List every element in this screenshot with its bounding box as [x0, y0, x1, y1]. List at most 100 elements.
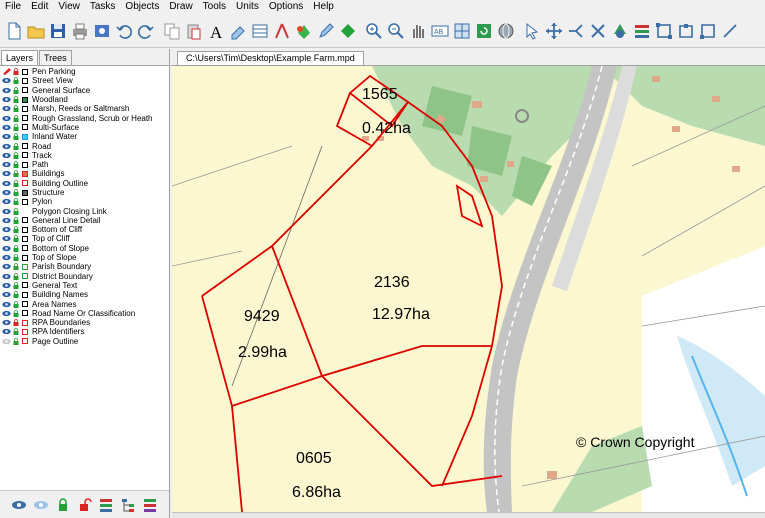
- layer-row[interactable]: Bottom of Cliff: [2, 225, 169, 234]
- print-button[interactable]: [69, 19, 91, 43]
- map-canvas[interactable]: 1565 0.42ha 2136 12.97ha 9429 2.99ha 060…: [172, 66, 765, 512]
- show-all-eye-icon[interactable]: [11, 497, 27, 513]
- layer-row[interactable]: Inland Water: [2, 132, 169, 141]
- layer-color-swatch[interactable]: [22, 338, 28, 345]
- layer-row[interactable]: District Boundary: [2, 272, 169, 281]
- layer-color-swatch[interactable]: [22, 124, 28, 131]
- visibility-eye-icon[interactable]: [2, 235, 11, 242]
- layer-row[interactable]: Street View: [2, 76, 169, 85]
- lock-icon[interactable]: [13, 291, 19, 299]
- layer-color-swatch[interactable]: [22, 143, 28, 150]
- layer-color-swatch[interactable]: [22, 273, 28, 280]
- lock-icon[interactable]: [13, 310, 19, 317]
- lock-icon[interactable]: [13, 198, 19, 206]
- edit-pen-icon[interactable]: [2, 68, 11, 76]
- layer-row[interactable]: Road Name Or Classification: [2, 309, 169, 318]
- visibility-eye-icon[interactable]: [2, 87, 11, 94]
- lock-icon[interactable]: [13, 179, 19, 187]
- visibility-eye-icon[interactable]: [2, 310, 11, 317]
- save-button[interactable]: [47, 19, 69, 43]
- visibility-eye-icon[interactable]: [2, 96, 11, 103]
- layer-row[interactable]: Building Outline: [2, 179, 169, 188]
- visibility-eye-icon[interactable]: [2, 263, 11, 270]
- visibility-eye-icon[interactable]: [2, 273, 11, 280]
- new-file-button[interactable]: [3, 19, 25, 43]
- line-button[interactable]: [719, 19, 741, 43]
- layer-color-swatch[interactable]: [22, 235, 28, 242]
- visibility-eye-icon[interactable]: [2, 180, 11, 187]
- visibility-eye-icon[interactable]: [2, 291, 11, 298]
- layer-row[interactable]: Parish Boundary: [2, 262, 169, 271]
- layer-color-swatch[interactable]: [22, 189, 28, 196]
- layer-color-swatch[interactable]: [22, 180, 28, 187]
- layer-row[interactable]: RPA Boundaries: [2, 318, 169, 327]
- layer-color-swatch[interactable]: [22, 254, 28, 261]
- visibility-eye-icon[interactable]: [2, 189, 11, 196]
- layer-row[interactable]: Woodland: [2, 95, 169, 104]
- layer-color-swatch[interactable]: [22, 310, 28, 317]
- layer-color-swatch[interactable]: [22, 68, 28, 75]
- layer-color-swatch[interactable]: [22, 319, 28, 326]
- layer-color-swatch[interactable]: [22, 115, 28, 122]
- visibility-eye-icon[interactable]: [2, 170, 11, 177]
- polygon-edit-button[interactable]: [675, 19, 697, 43]
- refresh-button[interactable]: [473, 19, 495, 43]
- layer-color-swatch[interactable]: [22, 226, 28, 233]
- table-button[interactable]: [249, 19, 271, 43]
- unlocked-icon[interactable]: [13, 68, 19, 76]
- layer-properties-icon[interactable]: [142, 497, 158, 513]
- lock-icon[interactable]: [13, 189, 19, 196]
- measure-button[interactable]: [271, 19, 293, 43]
- menu-draw[interactable]: Draw: [169, 1, 193, 12]
- menu-units[interactable]: Units: [236, 1, 259, 12]
- lock-icon[interactable]: [13, 114, 19, 122]
- layer-row[interactable]: Multi-Surface: [2, 123, 169, 132]
- lock-icon[interactable]: [13, 282, 19, 289]
- layer-row[interactable]: General Text: [2, 281, 169, 290]
- document-tab[interactable]: C:\Users\Tim\Desktop\Example Farm.mpd: [177, 51, 364, 65]
- visibility-eye-icon[interactable]: [2, 133, 11, 140]
- select-button[interactable]: [521, 19, 543, 43]
- menu-tools[interactable]: Tools: [202, 1, 227, 12]
- layer-color-swatch[interactable]: [22, 217, 28, 224]
- layer-color-swatch[interactable]: [22, 245, 28, 252]
- layer-color-swatch[interactable]: [22, 208, 28, 214]
- layer-row[interactable]: General Surface: [2, 86, 169, 95]
- lock-icon[interactable]: [13, 151, 19, 159]
- lock-icon[interactable]: [13, 244, 19, 252]
- lock-icon[interactable]: [13, 86, 19, 94]
- visibility-eye-icon[interactable]: [2, 161, 11, 168]
- layer-color-swatch[interactable]: [22, 282, 28, 289]
- export-image-button[interactable]: [91, 19, 113, 43]
- visibility-eye-icon[interactable]: [2, 198, 11, 205]
- horizontal-scrollbar[interactable]: [172, 512, 765, 518]
- shape-button[interactable]: [609, 19, 631, 43]
- visibility-eye-icon[interactable]: [2, 217, 11, 224]
- polygon-select-button[interactable]: [653, 19, 675, 43]
- paste-button[interactable]: [183, 19, 205, 43]
- layer-color-swatch[interactable]: [22, 96, 28, 103]
- menu-options[interactable]: Options: [268, 1, 304, 12]
- delete-button[interactable]: [587, 19, 609, 43]
- menu-file[interactable]: File: [5, 1, 22, 12]
- layer-row[interactable]: Area Names: [2, 299, 169, 309]
- layer-color-swatch[interactable]: [22, 133, 28, 140]
- layer-row[interactable]: Top of Slope: [2, 253, 169, 262]
- lock-icon[interactable]: [13, 124, 19, 131]
- lock-icon[interactable]: [13, 226, 19, 234]
- layer-row[interactable]: Top of Cliff: [2, 234, 169, 243]
- split-button[interactable]: [565, 19, 587, 43]
- layer-color-swatch[interactable]: [22, 161, 28, 168]
- layer-row[interactable]: Building Names: [2, 290, 169, 299]
- tab-layers[interactable]: Layers: [1, 50, 39, 65]
- text-tool-button[interactable]: A: [205, 19, 227, 43]
- lock-icon[interactable]: [13, 254, 19, 262]
- visibility-eye-icon[interactable]: [2, 245, 11, 252]
- hide-all-eye-icon[interactable]: [33, 497, 49, 513]
- visibility-eye-icon[interactable]: [2, 115, 11, 122]
- pan-button[interactable]: [407, 19, 429, 43]
- zoom-out-button[interactable]: [385, 19, 407, 43]
- layer-color-swatch[interactable]: [22, 87, 28, 94]
- menu-view[interactable]: View: [58, 1, 80, 12]
- lock-icon[interactable]: [13, 272, 19, 280]
